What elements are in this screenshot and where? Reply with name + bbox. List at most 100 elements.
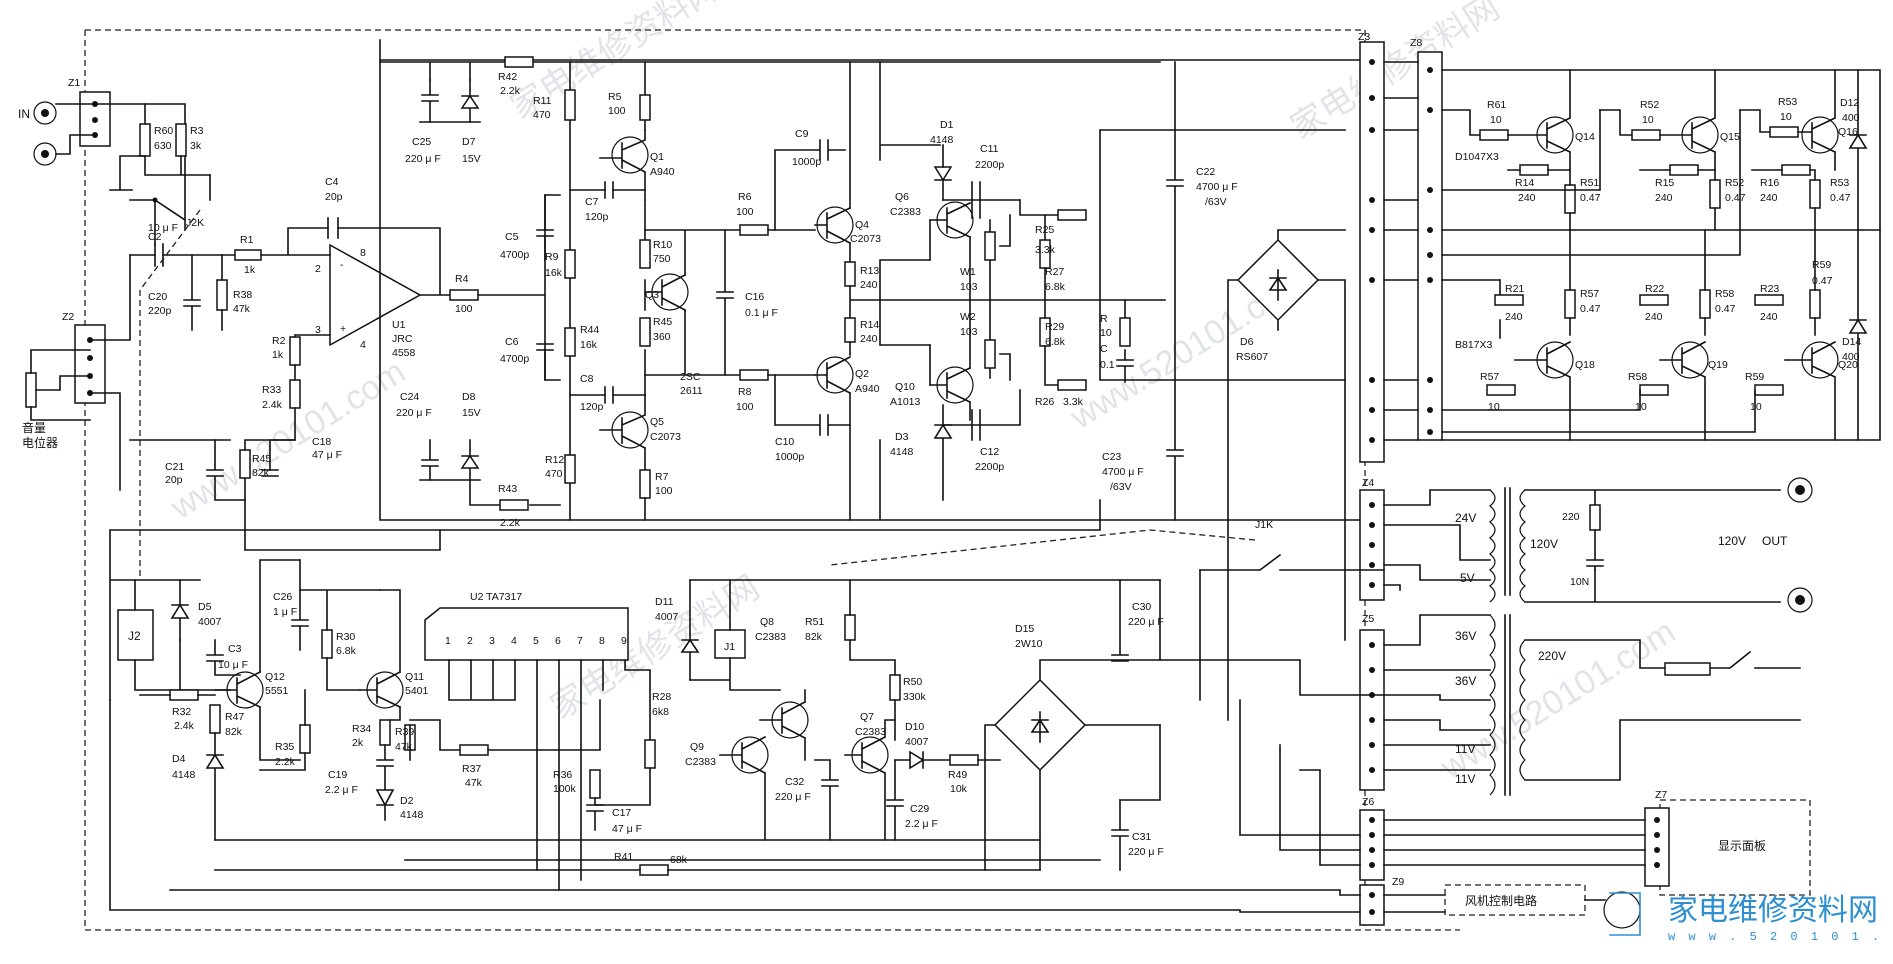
svg-text:6k8: 6k8: [652, 706, 669, 718]
svg-text:C23: C23: [1102, 451, 1121, 463]
svg-text:R59: R59: [1812, 259, 1831, 271]
svg-text:R27: R27: [1045, 266, 1064, 278]
svg-text:R23: R23: [1760, 283, 1779, 295]
svg-text:Z5: Z5: [1362, 613, 1374, 625]
svg-text:J2: J2: [128, 629, 141, 643]
volume-pot-label-1: 音量: [22, 420, 46, 435]
svg-text:5551: 5551: [265, 685, 289, 697]
svg-text:4558: 4558: [392, 347, 416, 359]
svg-text:4: 4: [511, 635, 517, 647]
svg-text:R: R: [1100, 313, 1108, 325]
svg-text:R58: R58: [1628, 371, 1647, 383]
svg-text:2.2k: 2.2k: [275, 756, 296, 768]
svg-text:R10: R10: [653, 239, 672, 251]
relay-switch-j1k: J1K: [1255, 519, 1273, 531]
svg-text:R3: R3: [190, 125, 204, 137]
svg-text:2: 2: [467, 635, 473, 647]
svg-text:R43: R43: [498, 483, 517, 495]
svg-text:3k: 3k: [190, 140, 202, 152]
svg-text:R37: R37: [462, 763, 481, 775]
watermark-cn: 家电维修资料网: [1284, 0, 1506, 147]
svg-text:R14: R14: [1515, 177, 1534, 189]
svg-text:R5: R5: [608, 91, 622, 103]
svg-text:3.3k: 3.3k: [1063, 396, 1084, 408]
svg-text:240: 240: [860, 333, 878, 345]
svg-text:R45: R45: [653, 316, 672, 328]
svg-text:R21: R21: [1505, 283, 1524, 295]
svg-text:C29: C29: [910, 803, 929, 815]
svg-text:4700 μ F: 4700 μ F: [1196, 181, 1238, 193]
svg-text:120p: 120p: [585, 211, 609, 223]
svg-text:220p: 220p: [148, 305, 172, 317]
svg-text:R7: R7: [655, 471, 669, 483]
svg-text:/63V: /63V: [1110, 481, 1132, 493]
svg-text:C: C: [1100, 343, 1108, 355]
svg-text:1000p: 1000p: [775, 451, 804, 463]
svg-text:4: 4: [360, 339, 366, 351]
svg-text:0.47: 0.47: [1715, 303, 1736, 315]
svg-text:6.8k: 6.8k: [1045, 281, 1066, 293]
svg-text:A940: A940: [650, 166, 675, 178]
svg-text:R52: R52: [1725, 177, 1744, 189]
svg-text:C21: C21: [165, 461, 184, 473]
svg-text:J1: J1: [724, 641, 735, 653]
svg-text:20p: 20p: [325, 191, 343, 203]
svg-text:1: 1: [445, 635, 451, 647]
svg-text:220: 220: [1562, 511, 1580, 523]
svg-text:10: 10: [1490, 114, 1502, 126]
svg-text:Q1: Q1: [650, 151, 664, 163]
svg-text:R33: R33: [262, 384, 281, 396]
svg-text:C20: C20: [148, 291, 167, 303]
svg-text:R52: R52: [1640, 99, 1659, 111]
svg-text:C10: C10: [775, 436, 794, 448]
output-jack-top[interactable]: [1787, 477, 1813, 503]
svg-text:4148: 4148: [890, 446, 914, 458]
svg-text:B817X3: B817X3: [1455, 339, 1493, 351]
svg-text:Q11: Q11: [405, 671, 424, 683]
svg-text:7: 7: [577, 635, 583, 647]
svg-text:82k: 82k: [252, 467, 270, 479]
svg-text:C25: C25: [412, 136, 431, 148]
svg-text:Q6: Q6: [895, 191, 909, 203]
svg-text:R16: R16: [1760, 177, 1779, 189]
svg-text:A940: A940: [855, 383, 880, 395]
svg-text:47k: 47k: [465, 777, 483, 789]
svg-text:R50: R50: [903, 676, 922, 688]
output-jack-bottom[interactable]: [1787, 587, 1813, 613]
svg-text:D10: D10: [905, 721, 924, 733]
connector-z5: [1359, 629, 1385, 791]
svg-text:100: 100: [655, 485, 673, 497]
svg-text:C32: C32: [785, 776, 804, 788]
logo-url: w w w . 5 2 0 1 0 1 . c o m: [1668, 930, 1893, 944]
svg-text:C31: C31: [1132, 831, 1151, 843]
svg-text:2.2k: 2.2k: [500, 517, 521, 529]
svg-text:Z6: Z6: [1362, 796, 1374, 808]
volume-potentiometer: [25, 372, 37, 408]
svg-text:220 μ F: 220 μ F: [405, 153, 441, 165]
svg-text:Q8: Q8: [760, 616, 774, 628]
svg-text:0.47: 0.47: [1812, 275, 1833, 287]
svg-text:100: 100: [736, 206, 754, 218]
svg-text:D3: D3: [895, 431, 909, 443]
svg-text:C30: C30: [1132, 601, 1151, 613]
svg-text:470: 470: [533, 109, 551, 121]
svg-text:R29: R29: [1045, 321, 1064, 333]
svg-text:Q3: Q3: [645, 289, 659, 301]
svg-text:16k: 16k: [545, 267, 563, 279]
svg-text:120p: 120p: [580, 401, 604, 413]
svg-text:100k: 100k: [553, 783, 577, 795]
svg-text:Z4: Z4: [1362, 477, 1374, 489]
svg-text:0.47: 0.47: [1830, 192, 1851, 204]
primary-120v: 120V: [1530, 537, 1558, 551]
svg-text:10: 10: [1780, 111, 1792, 123]
svg-text:240: 240: [860, 279, 878, 291]
svg-text:R9: R9: [545, 251, 559, 263]
svg-text:2.2k: 2.2k: [500, 85, 521, 97]
opamp-u1: [329, 243, 422, 347]
svg-text:240: 240: [1645, 311, 1663, 323]
svg-text:C26: C26: [273, 591, 292, 603]
svg-text:220 μ F: 220 μ F: [775, 791, 811, 803]
